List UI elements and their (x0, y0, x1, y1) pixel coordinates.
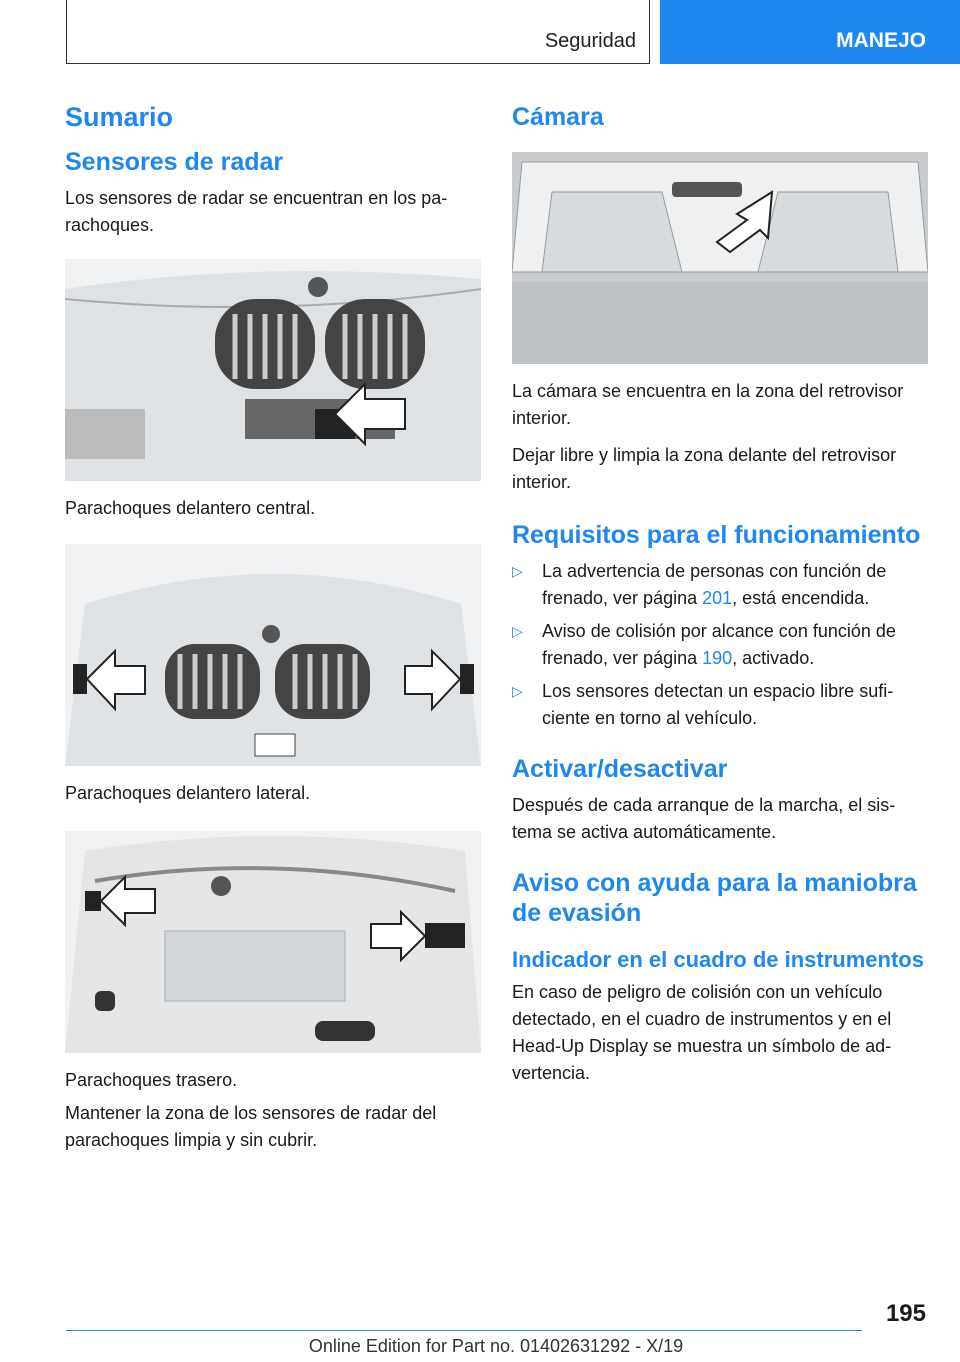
caption-front-center: Parachoques delantero central. (65, 498, 316, 518)
right-column: Cámara La cámara se encuentra en la zona… (512, 96, 928, 1097)
camera-heading: Cámara (512, 103, 604, 131)
chapter-label: MANEJO (836, 29, 926, 52)
footer-divider (66, 1330, 862, 1331)
list-item: ▷ Los sensores detectan un espacio libre… (512, 678, 928, 732)
requirements-heading: Requisitos para el funcionamiento (512, 521, 921, 549)
page-number: 195 (885, 1300, 926, 1327)
caption-front-lateral: Parachoques delantero lateral. (65, 783, 311, 803)
activate-heading: Activar/desactivar (512, 755, 728, 783)
activate-text: Después de cada arranque de la marcha, e… (512, 795, 896, 842)
caption-rear: Parachoques trasero. (65, 1070, 238, 1090)
list-item: ▷ La advertencia de personas con función… (512, 558, 928, 612)
keep-clean-text: Mantener la zona de los sensores de rada… (65, 1103, 437, 1150)
camera-text-1: La cámara se encuentra en la zona del re… (512, 381, 904, 428)
page-header: Seguridad MANEJO (0, 0, 960, 66)
footer-edition: Online Edition for Part no. 01402631292 … (308, 1336, 684, 1356)
camera-interior-image (512, 152, 928, 364)
camera-text-2: Dejar libre y limpia la zona delante del… (512, 445, 897, 492)
radar-text: Los sensores de radar se encuentran en l… (65, 188, 448, 235)
triangle-bullet-icon: ▷ (512, 683, 523, 699)
requirements-list: ▷ La advertencia de personas con función… (512, 558, 928, 732)
page-link-190[interactable]: 190 (702, 648, 733, 668)
triangle-bullet-icon: ▷ (512, 563, 523, 579)
triangle-bullet-icon: ▷ (512, 623, 523, 639)
header-section: Seguridad (544, 30, 636, 52)
radar-heading: Sensores de radar (65, 148, 284, 176)
indicator-text: En caso de peligro de colisión con un ve… (512, 982, 892, 1083)
front-bumper-center-image (65, 259, 481, 481)
rear-bumper-image (65, 831, 481, 1053)
indicator-heading: Indicador en el cuadro de instrumentos (512, 947, 924, 972)
list-item: ▷ Aviso de colisión por alcance con func… (512, 618, 928, 672)
front-bumper-lateral-image (65, 544, 481, 766)
section-title: Sumario (65, 102, 174, 132)
header-chapter-tab[interactable]: MANEJO (660, 0, 960, 64)
header-frame (66, 0, 650, 64)
evasion-heading: Aviso con ayuda para la maniobra de evas… (512, 869, 917, 927)
page-link-201[interactable]: 201 (702, 588, 733, 608)
left-column: Sumario Sensores de radar Los sensores d… (65, 96, 485, 1164)
